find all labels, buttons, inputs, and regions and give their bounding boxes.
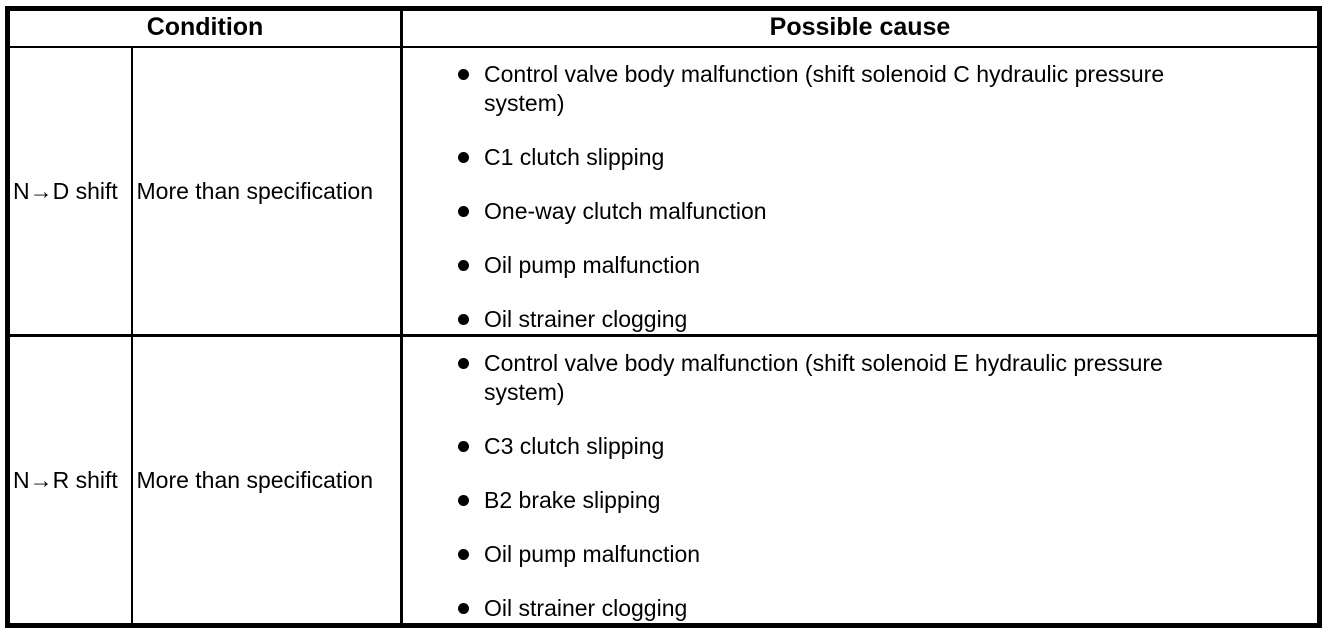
cause-text: Control valve body malfunction (shift so… [484, 61, 1165, 116]
bullet-icon [458, 69, 470, 80]
possible-cause-column-header: Possible cause [401, 8, 1320, 48]
bullet-icon [458, 603, 470, 614]
cause-text: Oil pump malfunction [484, 252, 701, 278]
specification-cell: More than specification [131, 334, 404, 626]
cause-item: Control valve body malfunction (shift so… [458, 60, 1307, 118]
cause-item: Oil pump malfunction [458, 540, 1307, 569]
cause-item: Oil strainer clogging [458, 594, 1307, 623]
cause-text: C3 clutch slipping [484, 433, 665, 459]
cause-list: Control valve body malfunction (shift so… [458, 349, 1307, 623]
condition-column-header: Condition [7, 8, 404, 48]
cause-item: C3 clutch slipping [458, 432, 1307, 461]
condition-cell: N→D shift [7, 47, 133, 336]
table-row-nr-shift: N→R shift More than specification Contro… [7, 334, 1320, 626]
bullet-icon [458, 260, 470, 271]
bullet-icon [458, 152, 470, 163]
header-row: Condition Possible cause [7, 8, 1320, 48]
cause-text: Oil strainer clogging [484, 595, 688, 621]
cause-text: Oil pump malfunction [484, 541, 701, 567]
cause-item: B2 brake slipping [458, 486, 1307, 515]
condition-cell: N→R shift [7, 334, 133, 626]
cause-item: C1 clutch slipping [458, 143, 1307, 172]
cause-text: C1 clutch slipping [484, 144, 665, 170]
specification-cell: More than specification [131, 47, 404, 336]
cause-text: Oil strainer clogging [484, 306, 688, 332]
possible-cause-cell: Control valve body malfunction (shift so… [401, 334, 1320, 626]
cause-item: One-way clutch malfunction [458, 197, 1307, 226]
bullet-icon [458, 314, 470, 325]
table-row-nd-shift: N→D shift More than specification Contro… [7, 47, 1320, 336]
cause-text: Control valve body malfunction (shift so… [484, 350, 1163, 405]
bullet-icon [458, 495, 470, 506]
bullet-icon [458, 358, 470, 369]
bullet-icon [458, 441, 470, 452]
bullet-icon [458, 549, 470, 560]
bullet-icon [458, 206, 470, 217]
cause-list: Control valve body malfunction (shift so… [458, 60, 1307, 334]
cause-text: One-way clutch malfunction [484, 198, 767, 224]
cause-item: Control valve body malfunction (shift so… [458, 349, 1307, 407]
cause-item: Oil strainer clogging [458, 305, 1307, 334]
cause-text: B2 brake slipping [484, 487, 661, 513]
cause-item: Oil pump malfunction [458, 251, 1307, 280]
condition-possible-cause-table: Condition Possible cause N→D shift More … [5, 6, 1322, 628]
possible-cause-cell: Control valve body malfunction (shift so… [402, 47, 1320, 336]
